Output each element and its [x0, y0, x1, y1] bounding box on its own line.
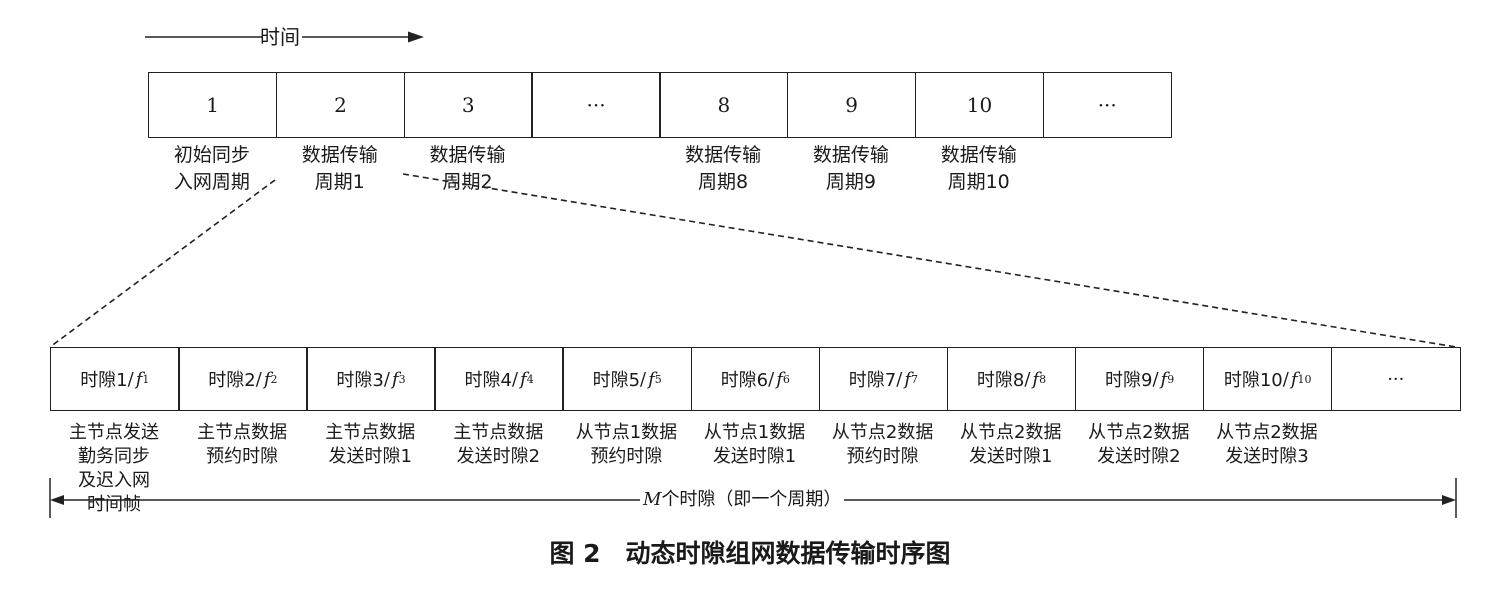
slot-frequency-index: 1	[142, 372, 150, 386]
slot-name: 时隙5	[592, 370, 641, 391]
slot-separator: /	[255, 368, 262, 390]
slot-separator: /	[768, 368, 775, 390]
slot-frequency: f	[776, 368, 783, 390]
slot-name: 时隙6	[720, 370, 769, 391]
slot-frequency: f	[1032, 368, 1040, 390]
period-caption-line: 周期2	[442, 171, 493, 193]
slot-caption-line: 发送时隙1	[712, 446, 797, 467]
time-axis-label: 时间	[260, 25, 300, 49]
slot-name: 时隙1	[80, 370, 128, 391]
slot-frequency-index: 10	[1297, 372, 1312, 386]
slot-frequency: f	[1160, 368, 1168, 390]
slot-name: 时隙7	[848, 370, 897, 391]
slot-caption-line: 及迟入网	[78, 470, 151, 491]
period-caption-line: 数据传输	[301, 144, 378, 166]
period-caption-line: 数据传输	[429, 144, 506, 166]
slot-caption-line: 勤务同步	[78, 446, 151, 467]
slot-caption-line: 发送时隙1	[969, 446, 1053, 467]
slot-frequency-index: 2	[270, 372, 278, 386]
period-caption-line: 周期9	[825, 171, 876, 193]
slot-caption-line: 预约时隙	[206, 446, 279, 467]
slot-name: 时隙10	[1223, 370, 1283, 391]
slot-separator: /	[127, 368, 134, 390]
slot-caption-line: 预约时隙	[590, 446, 663, 467]
slot-caption-line: 从节点2数据	[1216, 422, 1318, 443]
slot-separator: /	[1282, 368, 1289, 390]
slot-frequency-index: 7	[910, 372, 918, 386]
slot-separator: /	[640, 368, 647, 390]
period-text: 个时隙（即一个周期）	[661, 489, 842, 510]
slot-caption-line: 预约时隙	[846, 446, 919, 467]
slot-frequency: f	[520, 368, 527, 390]
period-caption-line: 数据传输	[940, 144, 1017, 166]
slot-caption-line: 主节点数据	[325, 422, 416, 443]
period-caption-line: 数据传输	[685, 144, 762, 166]
slot-frequency: f	[263, 368, 271, 390]
slot-caption-line: 从节点2数据	[960, 422, 1062, 443]
slot-name: 时隙4	[464, 370, 512, 391]
period-caption-line: 初始同步	[173, 144, 250, 166]
slot-caption-line: 发送时隙3	[1225, 446, 1309, 467]
period-cell: ···	[1042, 72, 1172, 138]
period-symbol: M	[643, 489, 662, 510]
slot-separator: /	[1024, 368, 1031, 390]
slot-separator: /	[1152, 368, 1159, 390]
slot-ellipsis-cell: ···	[1331, 347, 1461, 411]
period-caption-line: 周期10	[947, 171, 1010, 193]
slot-caption-line: 主节点数据	[453, 422, 544, 443]
slot-name: 时隙2	[208, 370, 256, 391]
slot-caption-line: 从节点1数据	[703, 422, 806, 443]
slot-name: 时隙3	[336, 370, 384, 391]
slot-caption-line: 从节点2数据	[831, 422, 934, 443]
period-caption-line: 周期1	[314, 171, 365, 193]
slot-caption-line: 主节点发送	[69, 422, 160, 443]
slot-separator: /	[383, 368, 390, 390]
slot-frequency-index: 6	[782, 372, 790, 386]
slot-caption-line: 发送时隙2	[456, 446, 541, 467]
slot-frequency-index: 5	[654, 372, 662, 386]
slot-caption-line: 发送时隙1	[328, 446, 412, 467]
slot-caption-line: 从节点1数据	[575, 422, 678, 443]
slot-name: 时隙8	[976, 370, 1025, 391]
slot-frequency-index: 4	[526, 372, 534, 386]
slot-frequency-index: 8	[1039, 372, 1047, 386]
slot-frequency: f	[391, 368, 399, 390]
slot-frequency-index: 9	[1167, 372, 1175, 386]
period-caption-line: 入网周期	[173, 171, 250, 193]
slot-separator: /	[511, 368, 519, 390]
slot-name: 时隙9	[1104, 370, 1153, 391]
period-span-label: M个时隙（即一个周期）	[640, 488, 845, 512]
period-caption-line: 周期8	[698, 171, 749, 193]
slot-caption-line: 发送时隙2	[1097, 446, 1181, 467]
slot-caption-line: 主节点数据	[197, 422, 288, 443]
slot-frequency: f	[648, 368, 655, 390]
figure-caption: 图 2 动态时隙组网数据传输时序图	[549, 539, 951, 568]
slot-separator: /	[896, 368, 903, 390]
slot-frequency: f	[904, 368, 911, 390]
slot-frequency: f	[135, 368, 143, 390]
slot-caption-line: 从节点2数据	[1088, 422, 1190, 443]
period-caption-line: 数据传输	[812, 144, 889, 166]
slot-frequency: f	[1290, 368, 1298, 390]
slot-frequency-index: 3	[398, 372, 406, 386]
